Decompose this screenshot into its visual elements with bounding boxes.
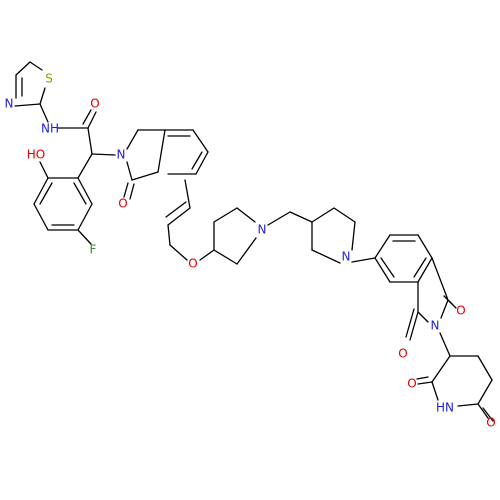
atom-label-o1: O bbox=[90, 97, 99, 111]
atom-label-nh1: NH bbox=[41, 122, 59, 136]
atom-label-oh1: HO bbox=[27, 148, 45, 162]
atom-label-o6: O bbox=[407, 377, 416, 391]
atom-label-nh2: HN bbox=[436, 401, 454, 415]
atom-label-n1: N bbox=[5, 97, 14, 111]
atom-label-o5: O bbox=[398, 347, 407, 361]
atom-label-n4: N bbox=[342, 250, 351, 264]
atom-label-o2: O bbox=[118, 197, 127, 211]
atom-labels: S N NH O HO N O F O N N O N O O HN O bbox=[5, 72, 496, 430]
atom-label-n2: N bbox=[117, 148, 126, 162]
atom-label-o4: O bbox=[456, 304, 465, 318]
atom-label-f1: F bbox=[90, 243, 97, 257]
atom-label-o7: O bbox=[486, 416, 495, 430]
atom-label-n5: N bbox=[431, 319, 440, 333]
atom-label-n3: N bbox=[258, 223, 267, 237]
atom-label-s1: S bbox=[45, 72, 53, 86]
atom-label-o3: O bbox=[188, 257, 197, 271]
bond-lines bbox=[14, 61, 494, 422]
